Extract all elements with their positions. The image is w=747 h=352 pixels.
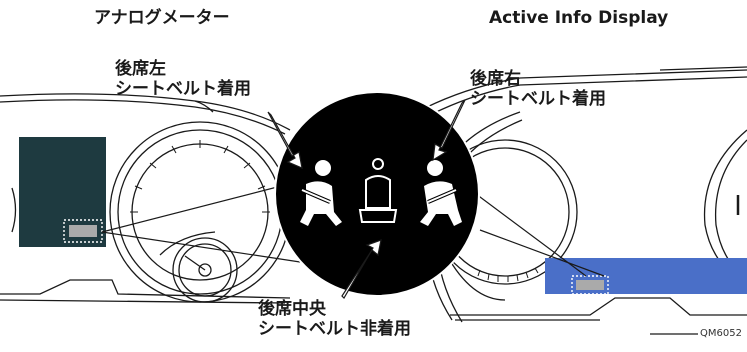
aid-meter-cluster: [424, 66, 747, 335]
seatbelt-fastened-right-icon: [420, 160, 462, 226]
callout-rear-right-seat: 後席右: [470, 69, 521, 89]
callout-rear-left-seat: 後席左: [115, 59, 166, 79]
callout-rear-left: 後席左 シートベルト着用: [115, 59, 251, 99]
seat-empty-icon: [358, 158, 398, 223]
aid-display-strip: [545, 258, 747, 294]
arrow-rear-left: [267, 111, 303, 169]
aid-title: Active Info Display: [489, 8, 669, 28]
arrow-rear-right: [432, 99, 466, 162]
analog-indicator-highlight: [63, 219, 103, 243]
aid-indicator-highlight: [571, 275, 609, 295]
figure-code: QM6052: [700, 328, 742, 339]
callout-rear-center: 後席中央 シートベルト非着用: [258, 299, 411, 339]
analog-meter-cluster: [0, 93, 291, 304]
analog-meter-title: アナログメーター: [94, 8, 230, 28]
callout-rear-center-status: シートベルト非着用: [258, 318, 411, 339]
aid-gauge-ticks: [477, 267, 539, 282]
seatbelt-fastened-left-icon: [300, 160, 342, 226]
callout-rear-left-status: シートベルト着用: [115, 78, 251, 99]
callout-rear-right-status: シートベルト着用: [470, 88, 606, 109]
zoom-connector-lines: [101, 184, 605, 277]
arrow-rear-center: [341, 239, 382, 299]
seatbelt-indicator-zoom: [274, 91, 480, 297]
callout-arrows: [267, 99, 466, 299]
analog-small-gauge: [172, 237, 238, 303]
callout-rear-center-seat: 後席中央: [258, 299, 326, 319]
callout-rear-right: 後席右 シートベルト着用: [470, 69, 606, 109]
analog-gauge-ticks: [130, 140, 270, 213]
